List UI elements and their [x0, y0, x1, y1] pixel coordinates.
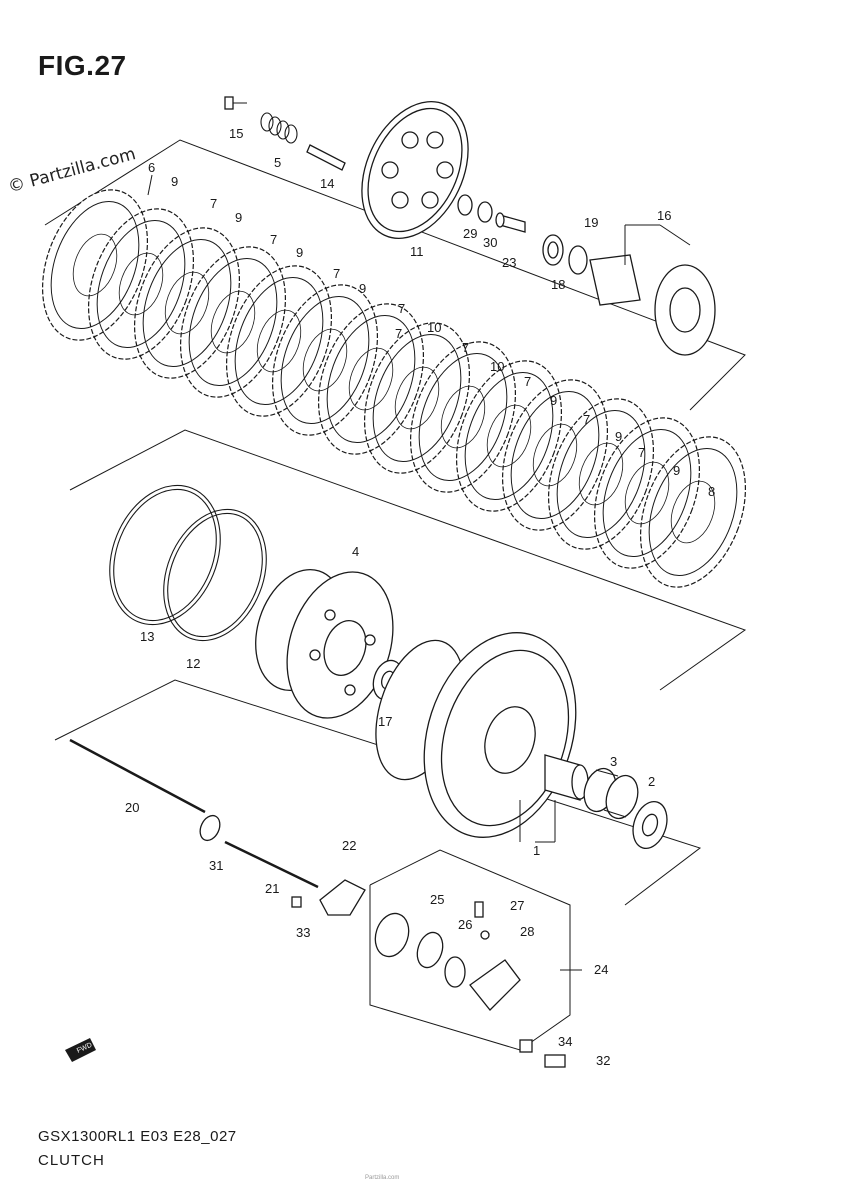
clutch-plate[interactable]	[69, 194, 213, 373]
pushrod-21[interactable]	[224, 840, 319, 889]
callout-9d: 9	[359, 281, 366, 296]
callout-7a: 7	[210, 196, 217, 211]
pressure-plate-11[interactable]	[341, 84, 489, 255]
thrust-washer-2[interactable]	[627, 797, 672, 853]
clutch-plate[interactable]	[621, 422, 765, 601]
callout-21: 21	[265, 881, 279, 896]
figure-title: FIG.27	[38, 50, 127, 81]
callout-10b: 10	[490, 359, 504, 374]
callout-17: 17	[378, 714, 392, 729]
lifter-piece-23[interactable]	[495, 212, 526, 233]
callout-9c: 9	[296, 245, 303, 260]
callout-9e: 9	[550, 393, 557, 408]
callout-24: 24	[594, 962, 608, 977]
callout-9g: 9	[673, 463, 680, 478]
clutch-plate[interactable]	[23, 175, 167, 354]
callout-3: 3	[610, 754, 617, 769]
callout-7c: 7	[333, 266, 340, 281]
callout-9f: 9	[615, 429, 622, 444]
spring-5[interactable]	[260, 112, 298, 144]
callout-30: 30	[483, 235, 497, 250]
callout-22: 22	[342, 838, 356, 853]
callout-1: 1	[533, 843, 540, 858]
callout-15: 15	[229, 126, 243, 141]
clutch-plate[interactable]	[575, 403, 719, 582]
washer-29[interactable]	[457, 194, 473, 216]
callout-19: 19	[584, 215, 598, 230]
clutch-plate[interactable]	[207, 251, 351, 430]
clutch-plate[interactable]	[437, 346, 581, 525]
callout-2: 2	[648, 774, 655, 789]
washer-19[interactable]	[568, 245, 588, 275]
callout-29: 29	[463, 226, 477, 241]
callout-7g: 7	[583, 412, 590, 427]
cover-22[interactable]	[319, 879, 366, 916]
callout-14: 14	[320, 176, 334, 191]
callout-28: 28	[520, 924, 534, 939]
leader-lines	[147, 174, 691, 971]
primary-driven-gear-assembly[interactable]	[360, 613, 601, 857]
callout-10a: 10	[427, 320, 441, 335]
callout-7h: 7	[638, 445, 645, 460]
clutch-plate[interactable]	[299, 289, 443, 468]
diagram-code: GSX1300RL1 E03 E28_027	[38, 1128, 237, 1145]
bearing-30[interactable]	[477, 201, 493, 223]
callout-4: 4	[352, 544, 359, 559]
needle-bearing-3[interactable]	[579, 764, 643, 822]
snap-ring-12[interactable]	[145, 494, 285, 656]
callout-6: 6	[148, 160, 155, 175]
fwd-arrow-icon: FWD	[65, 1038, 96, 1062]
callout-32: 32	[596, 1053, 610, 1068]
callout-7e: 7	[462, 340, 469, 355]
clutch-plate[interactable]	[391, 327, 535, 506]
callout-33: 33	[296, 925, 310, 940]
oil-seal-31[interactable]	[196, 812, 223, 843]
callout-31: 31	[209, 858, 223, 873]
callout-7i: 7	[395, 326, 402, 341]
callout-18: 18	[551, 277, 565, 292]
clutch-plate[interactable]	[253, 270, 397, 449]
clutch-plate[interactable]	[161, 232, 305, 411]
footer-credit: Partzilla.com	[365, 1175, 400, 1181]
clutch-plate[interactable]	[483, 365, 627, 544]
clutch-plate[interactable]	[345, 308, 489, 487]
clutch-plate-stack	[23, 175, 765, 601]
pushrod-20[interactable]	[69, 738, 206, 814]
callout-labels: 1234567777777778999999910101112131415161…	[125, 126, 715, 1068]
holder-16[interactable]	[589, 254, 716, 356]
bolt-15[interactable]	[224, 96, 247, 110]
bolt-33[interactable]	[291, 896, 302, 908]
lifter-pin-14[interactable]	[306, 144, 346, 171]
diagram-subtitle: CLUTCH	[38, 1152, 105, 1169]
callout-23: 23	[502, 255, 516, 270]
clutch-plate[interactable]	[115, 213, 259, 392]
callout-7d: 7	[398, 301, 405, 316]
callout-16: 16	[657, 208, 671, 223]
callout-7f: 7	[524, 374, 531, 389]
snap-ring-13[interactable]	[90, 469, 240, 641]
oil-seal-18[interactable]	[542, 234, 564, 266]
callout-25: 25	[430, 892, 444, 907]
callout-20: 20	[125, 800, 139, 815]
callout-26: 26	[458, 917, 472, 932]
clutch-plate[interactable]	[529, 384, 673, 563]
clutch-sleeve-hub[interactable]	[241, 558, 411, 732]
callout-12: 12	[186, 656, 200, 671]
callout-34: 34	[558, 1034, 572, 1049]
callout-11: 11	[410, 244, 424, 259]
callout-9a: 9	[171, 174, 178, 189]
callout-27: 27	[510, 898, 524, 913]
callout-7b: 7	[270, 232, 277, 247]
callout-9b: 9	[235, 210, 242, 225]
callout-5: 5	[274, 155, 281, 170]
callout-13: 13	[140, 629, 154, 644]
slave-cylinder-parts[interactable]	[370, 901, 566, 1068]
callout-8: 8	[708, 484, 715, 499]
